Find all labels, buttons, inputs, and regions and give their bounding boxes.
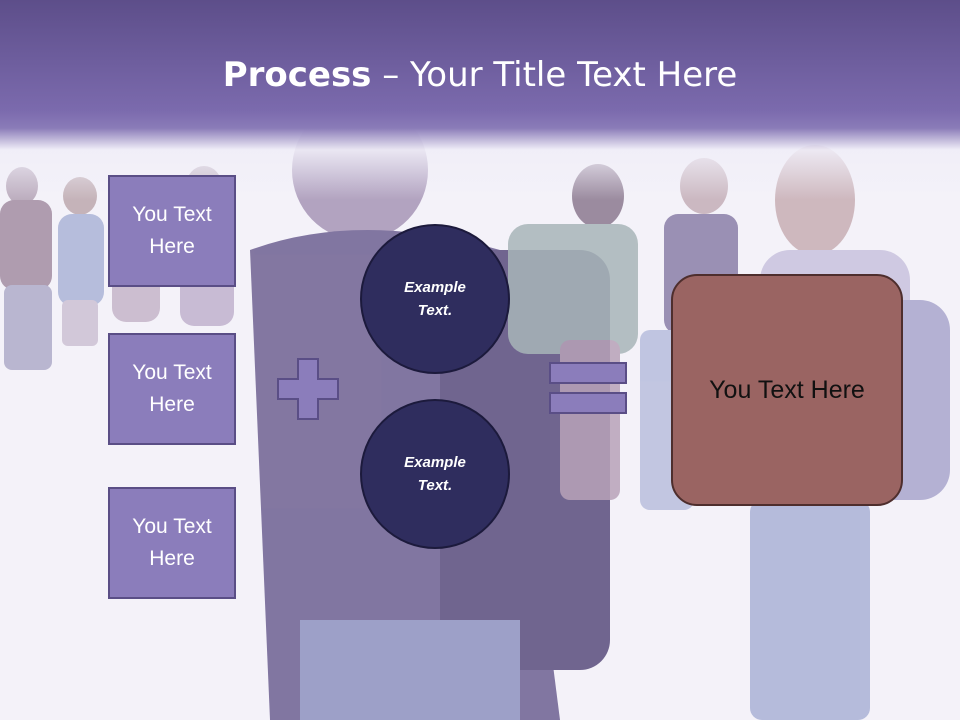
text-box-2-label: You Text Here [132, 361, 212, 416]
text-box-2[interactable]: You Text Here [108, 333, 236, 445]
header-band [0, 0, 960, 200]
circle-1[interactable]: Example Text. [360, 224, 510, 374]
text-box-3-label: You Text Here [132, 515, 212, 570]
result-box[interactable]: You Text Here [671, 274, 903, 506]
text-box-1[interactable]: You Text Here [108, 175, 236, 287]
circle-2[interactable]: Example Text. [360, 399, 510, 549]
text-box-3[interactable]: You Text Here [108, 487, 236, 599]
circle-1-label: Example Text. [404, 279, 466, 319]
result-box-label: You Text Here [709, 375, 865, 404]
equals-icon [549, 362, 627, 414]
circle-2-label: Example Text. [404, 454, 466, 494]
plus-icon [277, 358, 339, 420]
title-rest: – Your Title Text Here [371, 55, 738, 95]
slide-title: Process – Your Title Text Here [0, 52, 960, 98]
title-bold: Process [222, 55, 372, 95]
text-box-1-label: You Text Here [132, 203, 212, 258]
